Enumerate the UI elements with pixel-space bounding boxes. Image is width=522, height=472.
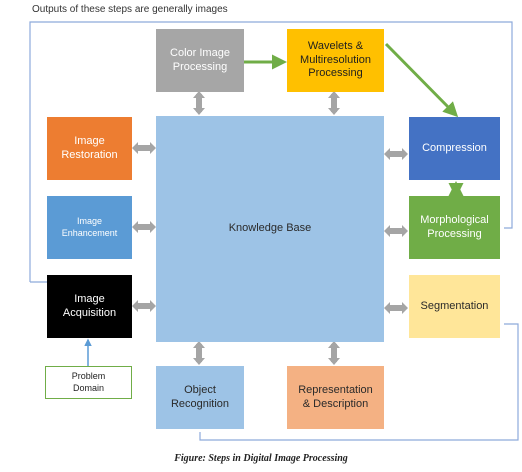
- connector-color-kb: [196, 94, 202, 112]
- connector-color-kb-head: [193, 91, 205, 115]
- wavelets-block: Wavelets & Multiresolution Processing: [287, 29, 384, 92]
- connector-morphological-kb: [387, 228, 405, 234]
- connector-restoration-kb: [135, 145, 153, 151]
- knowledge-base-block: [156, 116, 384, 342]
- connector-acquisition-kb: [135, 303, 153, 309]
- connector-compression-kb-head: [384, 148, 408, 160]
- connector-morphological-kb-head: [384, 225, 408, 237]
- connector-enhancement-kb: [135, 224, 153, 230]
- compression-block: Compression: [409, 117, 500, 180]
- connector-segmentation-kb: [387, 305, 405, 311]
- figure-caption: Figure: Steps in Digital Image Processin…: [174, 453, 348, 464]
- connector-representation-kb: [331, 344, 337, 362]
- connector-object-kb-head: [193, 341, 205, 365]
- representation-description-block: Representation & Description: [287, 366, 384, 429]
- feedback-outline-left: [29, 21, 513, 282]
- gray-connectors: [132, 91, 408, 365]
- connector-wavelets-kb: [331, 94, 337, 112]
- connector-compression-kb: [387, 151, 405, 157]
- image-acquisition-block: Image Acquisition: [47, 275, 132, 338]
- connector-wavelets-kb-head: [328, 91, 340, 115]
- connector-enhancement-kb-head: [132, 221, 156, 233]
- feedback-outline-bottom: [199, 323, 519, 441]
- knowledge-base-label: Knowledge Base: [228, 222, 312, 234]
- morphological-processing-block: Morphological Processing: [409, 196, 500, 259]
- image-enhancement-block: Image Enhancement: [47, 196, 132, 259]
- connector-segmentation-kb-head: [384, 302, 408, 314]
- problem-domain-block: Problem Domain: [45, 366, 132, 399]
- connector-restoration-kb-head: [132, 142, 156, 154]
- connector-representation-kb-head: [328, 341, 340, 365]
- color-image-processing-block: Color Image Processing: [156, 29, 244, 92]
- segmentation-block: Segmentation: [409, 275, 500, 338]
- wavelets-compression-arrow: [384, 42, 459, 118]
- connector-acquisition-kb-head: [132, 300, 156, 312]
- outputs-note: Outputs of these steps are generally ima…: [32, 4, 228, 15]
- image-restoration-block: Image Restoration: [47, 117, 132, 180]
- object-recognition-block: Object Recognition: [156, 366, 244, 429]
- connector-object-kb: [196, 344, 202, 362]
